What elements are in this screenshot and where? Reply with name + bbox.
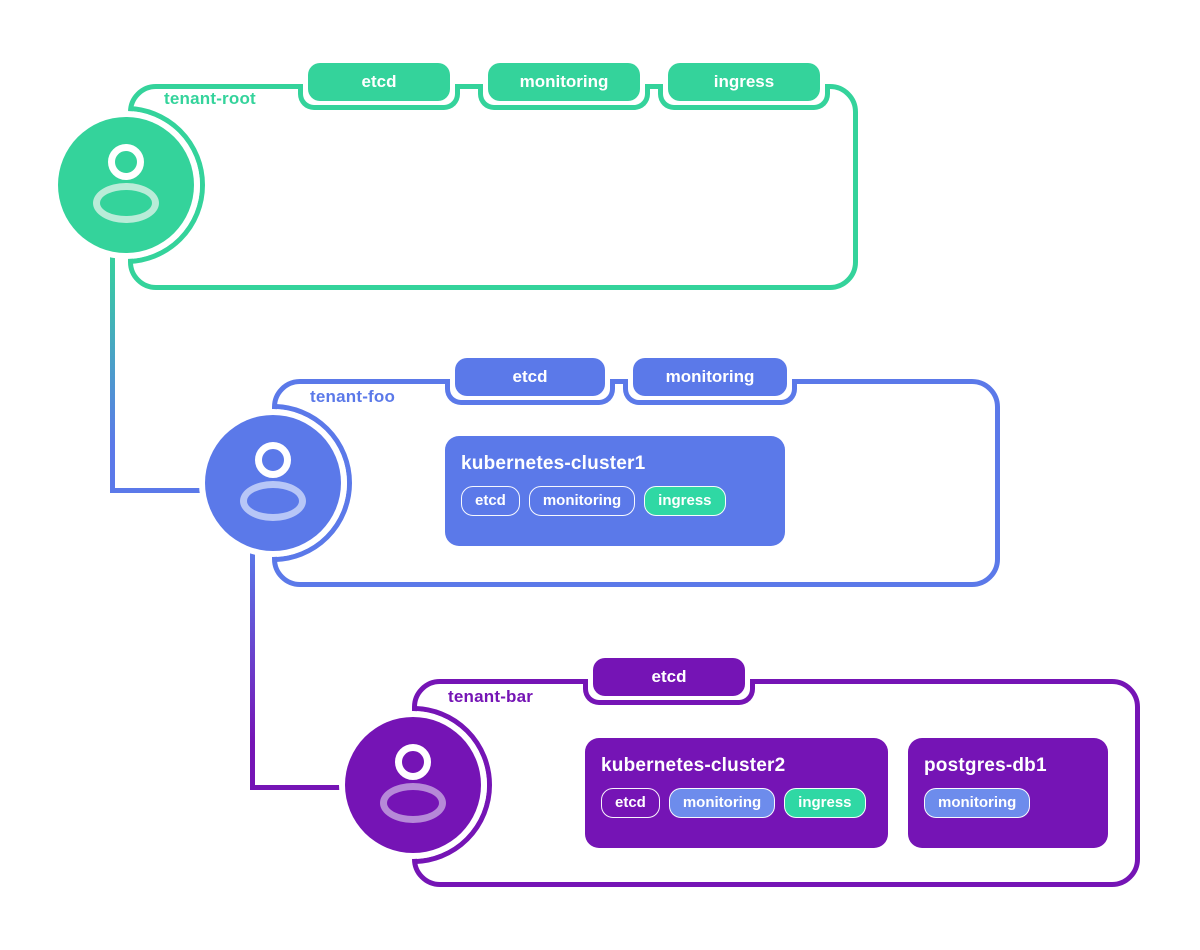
pill-monitoring: monitoring — [924, 788, 1031, 818]
pill-etcd: etcd — [601, 788, 660, 818]
tenant-foo-avatar — [205, 415, 341, 551]
connector-foo-to-bar-horizontal — [250, 785, 348, 790]
user-body-icon — [93, 183, 159, 223]
tenant-foo-label: tenant-foo — [310, 387, 396, 406]
cluster-badge-monitoring: monitoring — [633, 358, 787, 396]
user-body-icon — [240, 481, 306, 521]
pill-etcd: etcd — [461, 486, 520, 516]
user-head-icon — [395, 744, 431, 780]
user-head-icon — [108, 144, 144, 180]
workload-card-title: kubernetes-cluster2 — [601, 755, 786, 776]
tenant-bar-avatar — [345, 717, 481, 853]
badge-cradle-monitoring: monitoring — [478, 63, 650, 110]
workload-pills: etcd monitoring ingress — [601, 788, 872, 818]
connector-root-to-foo-horizontal — [110, 488, 208, 493]
badge-cradle-etcd: etcd — [298, 63, 460, 110]
badge-cradle-ingress: ingress — [658, 63, 830, 110]
workload-card-title: postgres-db1 — [924, 755, 1047, 776]
user-body-icon — [380, 783, 446, 823]
badge-cradle-etcd: etcd — [445, 358, 615, 405]
workload-card-kubernetes-cluster2: kubernetes-cluster2 etcd monitoring ingr… — [585, 738, 888, 848]
tenant-root-label: tenant-root — [164, 89, 256, 108]
workload-pills: monitoring — [924, 788, 1092, 818]
tenant-bar-label: tenant-bar — [448, 687, 534, 706]
user-head-icon — [255, 442, 291, 478]
cluster-badge-monitoring: monitoring — [488, 63, 640, 101]
cluster-badge-etcd: etcd — [593, 658, 745, 696]
badge-cradle-etcd: etcd — [583, 658, 755, 705]
workload-card-title: kubernetes-cluster1 — [461, 453, 646, 474]
cluster-badge-etcd: etcd — [308, 63, 450, 101]
workload-card-kubernetes-cluster1: kubernetes-cluster1 etcd monitoring ingr… — [445, 436, 785, 546]
cluster-badge-ingress: ingress — [668, 63, 820, 101]
cluster-badge-etcd: etcd — [455, 358, 605, 396]
pill-ingress: ingress — [644, 486, 726, 516]
tenant-root-container — [128, 84, 858, 290]
badge-cradle-monitoring: monitoring — [623, 358, 797, 405]
pill-ingress: ingress — [784, 788, 866, 818]
workload-pills: etcd monitoring ingress — [461, 486, 769, 516]
workload-card-postgres-db1: postgres-db1 monitoring — [908, 738, 1108, 848]
tenant-root-avatar — [58, 117, 194, 253]
connector-foo-to-bar-vertical — [250, 551, 255, 790]
pill-monitoring: monitoring — [528, 486, 636, 516]
connector-root-to-foo-vertical — [110, 253, 115, 493]
pill-monitoring: monitoring — [668, 788, 776, 818]
